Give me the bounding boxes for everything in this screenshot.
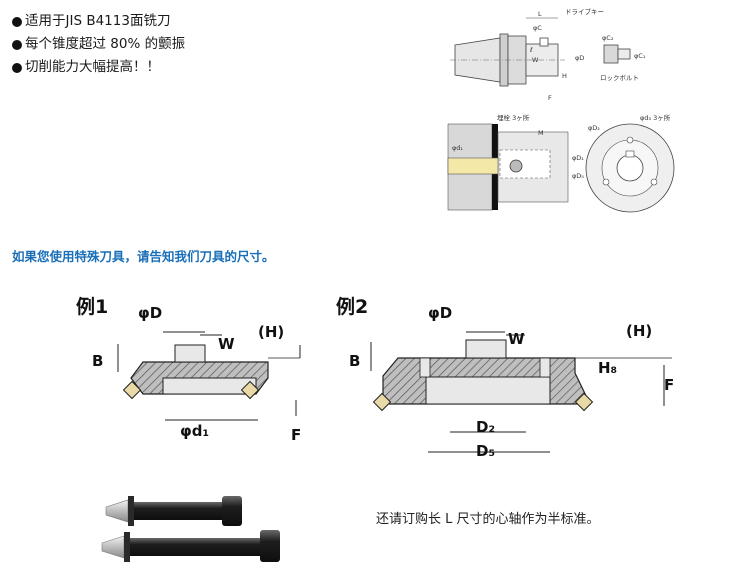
drive-key (539, 37, 549, 47)
label-phi-D: φD (138, 304, 162, 322)
label-W: W (532, 56, 539, 64)
arbor-flange (124, 532, 130, 562)
label-lock-bolt: ロックボルト (600, 74, 639, 82)
front-view: φD₂ φd₃ 3ヶ所 (585, 113, 675, 213)
arbor-cutter (222, 496, 242, 526)
bore-section (162, 377, 257, 395)
arbor-photo-1 (105, 496, 242, 526)
special-tool-note: 如果您使用特殊刀具，请告知我们刀具的尺寸。 (12, 249, 275, 264)
insert-right (574, 392, 594, 412)
bullet-icon (12, 62, 22, 73)
label-phi-D1: φD₁ (572, 154, 584, 162)
example-2: 例2 φD W (H) B H₈ F D₂ D₅ (336, 295, 674, 460)
bolt-hole-right (539, 357, 551, 378)
arbor-taper (105, 499, 129, 523)
label-D2: D₂ (476, 418, 495, 436)
order-note: 还请订购长 L 尺寸的心轴作为半标准。 (376, 512, 600, 527)
feature-item: 切削能力大幅提高！！ (12, 56, 185, 79)
lock-bolt-shank (617, 48, 631, 60)
label-W: W (218, 335, 235, 353)
example-1-title: 例1 (76, 295, 108, 318)
label-F: F (291, 426, 301, 444)
insert-right (240, 380, 260, 400)
label-phi-d1: φd₁ (452, 144, 463, 152)
bullet-icon (12, 16, 22, 27)
label-H: H (562, 72, 567, 80)
label-F: F (664, 376, 674, 394)
bolt-hole-left (419, 357, 431, 378)
bore-section (425, 376, 551, 405)
label-B: B (92, 352, 103, 370)
bolt-hole (650, 178, 658, 186)
label-H: (H) (626, 322, 652, 340)
label-B: B (349, 352, 360, 370)
arbor-flange (128, 496, 134, 526)
arbor-hidden-lines (499, 149, 551, 179)
lock-bolt-detail: φC₂ φC₁ ロックボルト (600, 34, 646, 82)
feature-item: 每个锥度超过 80% 的颤振 (12, 33, 185, 56)
lock-bolt-head (603, 44, 619, 64)
label-H: (H) (258, 323, 284, 341)
label-H8: H₈ (598, 359, 617, 377)
label-W: W (508, 330, 525, 348)
feature-item: 适用于JIS B4113面铣刀 (12, 10, 185, 33)
label-drive-key: ドライブキー (565, 7, 604, 16)
arbor-cutter (260, 530, 280, 562)
arbor-photo-2 (101, 530, 280, 562)
bore-channel (447, 157, 499, 175)
key-slot (625, 150, 635, 158)
center-bore (616, 154, 644, 182)
arbor-taper (101, 535, 125, 559)
label-screw-count: 埋栓 3ヶ所 (497, 113, 530, 122)
label-phi-d1: φd₁ (180, 422, 209, 440)
label-phi-c: φC (533, 24, 542, 32)
mounting-section-view: 埋栓 3ヶ所 M φd₁ φD₁ φD₅ (447, 113, 584, 211)
feature-text: 每个锥度超过 80% 的颤振 (25, 36, 186, 52)
screw-head (509, 159, 523, 173)
feature-text: 适用于JIS B4113面铣刀 (25, 13, 171, 29)
label-L: L (538, 10, 542, 18)
insert-left (122, 380, 142, 400)
label-l: ℓ (530, 46, 533, 54)
arbor-shaft (130, 538, 260, 556)
bullet-icon (12, 39, 22, 50)
label-phi-D: φD (575, 54, 584, 62)
label-M: M (538, 129, 544, 137)
example-1: 例1 φD W (H) B φd₁ F (76, 295, 301, 444)
label-phi-C2: φC₂ (602, 34, 614, 42)
keyway-section (465, 339, 507, 359)
holder-side-view: L ドライブキー φC ℓ W φD F H (450, 7, 604, 102)
label-phi-D5: φD₅ (572, 172, 584, 180)
label-phi-C1: φC₁ (634, 52, 646, 60)
label-phi-D: φD (428, 304, 452, 322)
feature-list: 适用于JIS B4113面铣刀 每个锥度超过 80% 的颤振 切削能力大幅提高！… (12, 10, 185, 79)
label-F: F (548, 94, 552, 102)
keyway-section (174, 344, 206, 363)
insert-left (372, 392, 392, 412)
label-D5: D₅ (476, 442, 495, 460)
example-2-title: 例2 (336, 295, 368, 318)
arbor-shaft (134, 502, 222, 520)
bolt-hole (626, 136, 634, 144)
bolt-hole (602, 178, 610, 186)
label-phi-D2: φD₂ (588, 124, 600, 132)
feature-text: 切削能力大幅提高！！ (25, 59, 160, 75)
label-phi-d3: φd₃ 3ヶ所 (640, 113, 671, 122)
